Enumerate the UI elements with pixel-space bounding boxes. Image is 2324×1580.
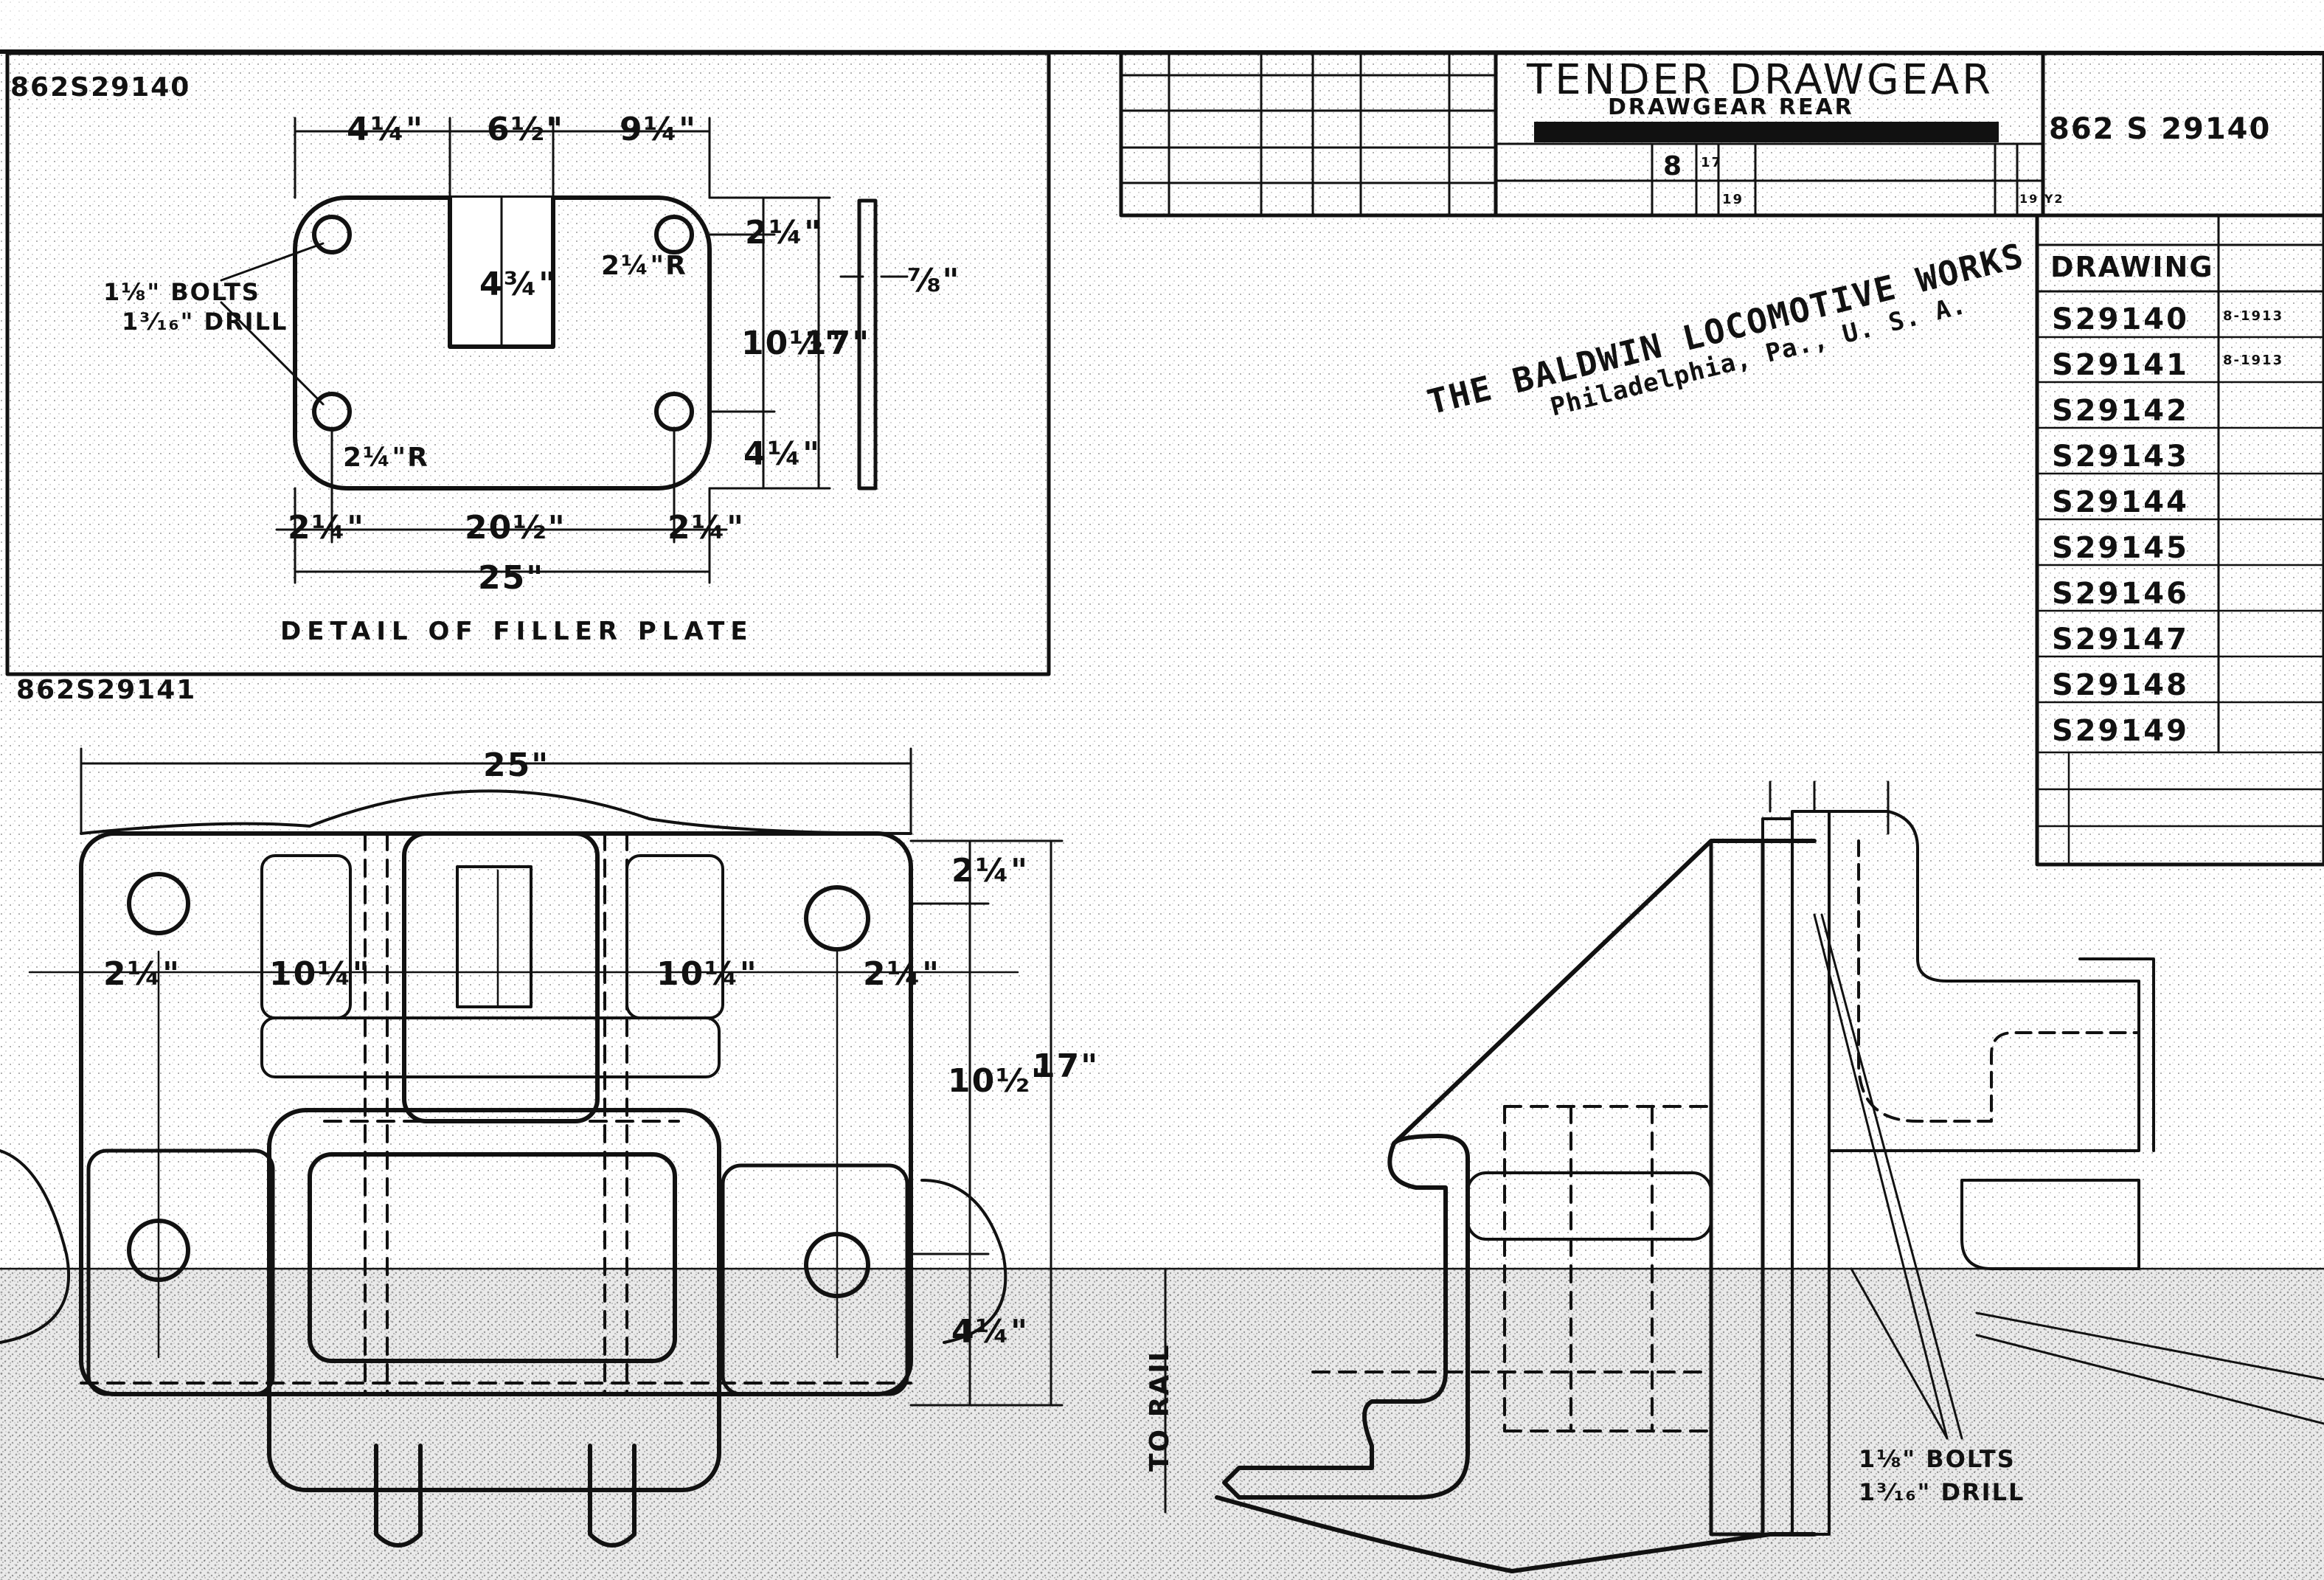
title-cell: 19 Y2 [2019,192,2064,206]
dim-top-center: 6½" [487,111,565,148]
drawing-list-item: S29145 [2052,531,2189,565]
main-dim-right-center: 10¼" [656,955,758,993]
dim-height: 17" [804,325,871,362]
drawing-list-item: S29144 [2052,485,2189,519]
title-redaction [1534,122,1999,142]
main-dim-top: 2¼" [951,852,1030,890]
dim-top-right: 9¼" [620,111,698,148]
main-dim-height: 17" [1033,1047,1100,1085]
dim-slot-depth: 4¾" [479,266,558,303]
dim-right-middle: 10½" [741,325,843,362]
dim-width: 25" [478,559,545,597]
dim-bottom-right: 2¼" [667,509,746,547]
drawing-order-entry: 8-1913 [2223,353,2284,368]
drawing-title: TENDER DRAWGEAR [1527,56,1994,104]
bolt-note-line2: 1³⁄₁₆" DRILL [122,308,288,336]
dim-thickness: ⅞" [907,262,961,299]
drawing-list-item: S29148 [2052,668,2189,702]
title-cell: 19 [1722,192,1744,207]
dim-right-bottom: 4¼" [743,435,822,473]
drawing-number: 862 S 29140 [2049,112,2272,146]
bolt-note-line1: 1⅛" BOLTS [103,278,260,306]
sheet-number-middle-left: 862S29141 [16,675,197,705]
side-elevation-view [1164,780,2324,1573]
dim-right-top: 2¼" [745,214,823,252]
filler-plate-caption: DETAIL OF FILLER PLATE [280,617,754,646]
main-dim-bottom: 4¼" [951,1313,1030,1351]
filler-plate-hole [312,215,352,254]
main-dim-right-edge: 2¼" [863,955,941,993]
drawing-list-item: S29140 [2052,302,2189,336]
drawing-list-item: S29149 [2052,714,2189,748]
main-dim-left-edge: 2¼" [103,955,181,993]
main-dim-width: 25" [483,746,550,784]
main-bolt-note-line2: 1³⁄₁₆" DRILL [1859,1478,2025,1506]
filler-plate-side-view [857,198,878,491]
drawing-list-table [2035,213,2324,867]
drawing-list-item: S29143 [2052,440,2189,474]
filler-plate-hole [654,215,694,254]
drawing-list-item: S29141 [2052,348,2189,382]
main-plan-view [0,747,2324,1548]
drawing-list-header: DRAWING [2050,251,2214,283]
drawing-subtitle: DRAWGEAR REAR [1608,94,1854,120]
main-dim-middle: 10½" [948,1062,1050,1100]
sheet-number-top-left: 862S29140 [10,72,191,103]
main-bolt-note-line1: 1⅛" BOLTS [1859,1445,2016,1473]
dim-corner-radius-bottom: 2¼"R [343,443,429,473]
drawing-order-entry: 8-1913 [2223,308,2284,324]
dim-corner-radius-top: 2¼"R [601,251,687,281]
drawing-list-item: S29142 [2052,394,2189,428]
to-rail-label: TO RAIL [1145,1343,1175,1472]
drawing-list-item: S29147 [2052,623,2189,656]
dim-bottom-center: 20½" [465,509,566,547]
filler-plate-detail-frame [5,51,1051,676]
dim-bottom-left: 2¼" [288,509,366,547]
dim-top-left: 4¼" [347,111,425,148]
title-cell: 17 [1701,155,1723,170]
top-edge [0,0,2324,52]
scale-entry: 8 [1663,151,1684,181]
main-dim-left-center: 10¼" [269,955,371,993]
drawing-list-item: S29146 [2052,577,2189,611]
